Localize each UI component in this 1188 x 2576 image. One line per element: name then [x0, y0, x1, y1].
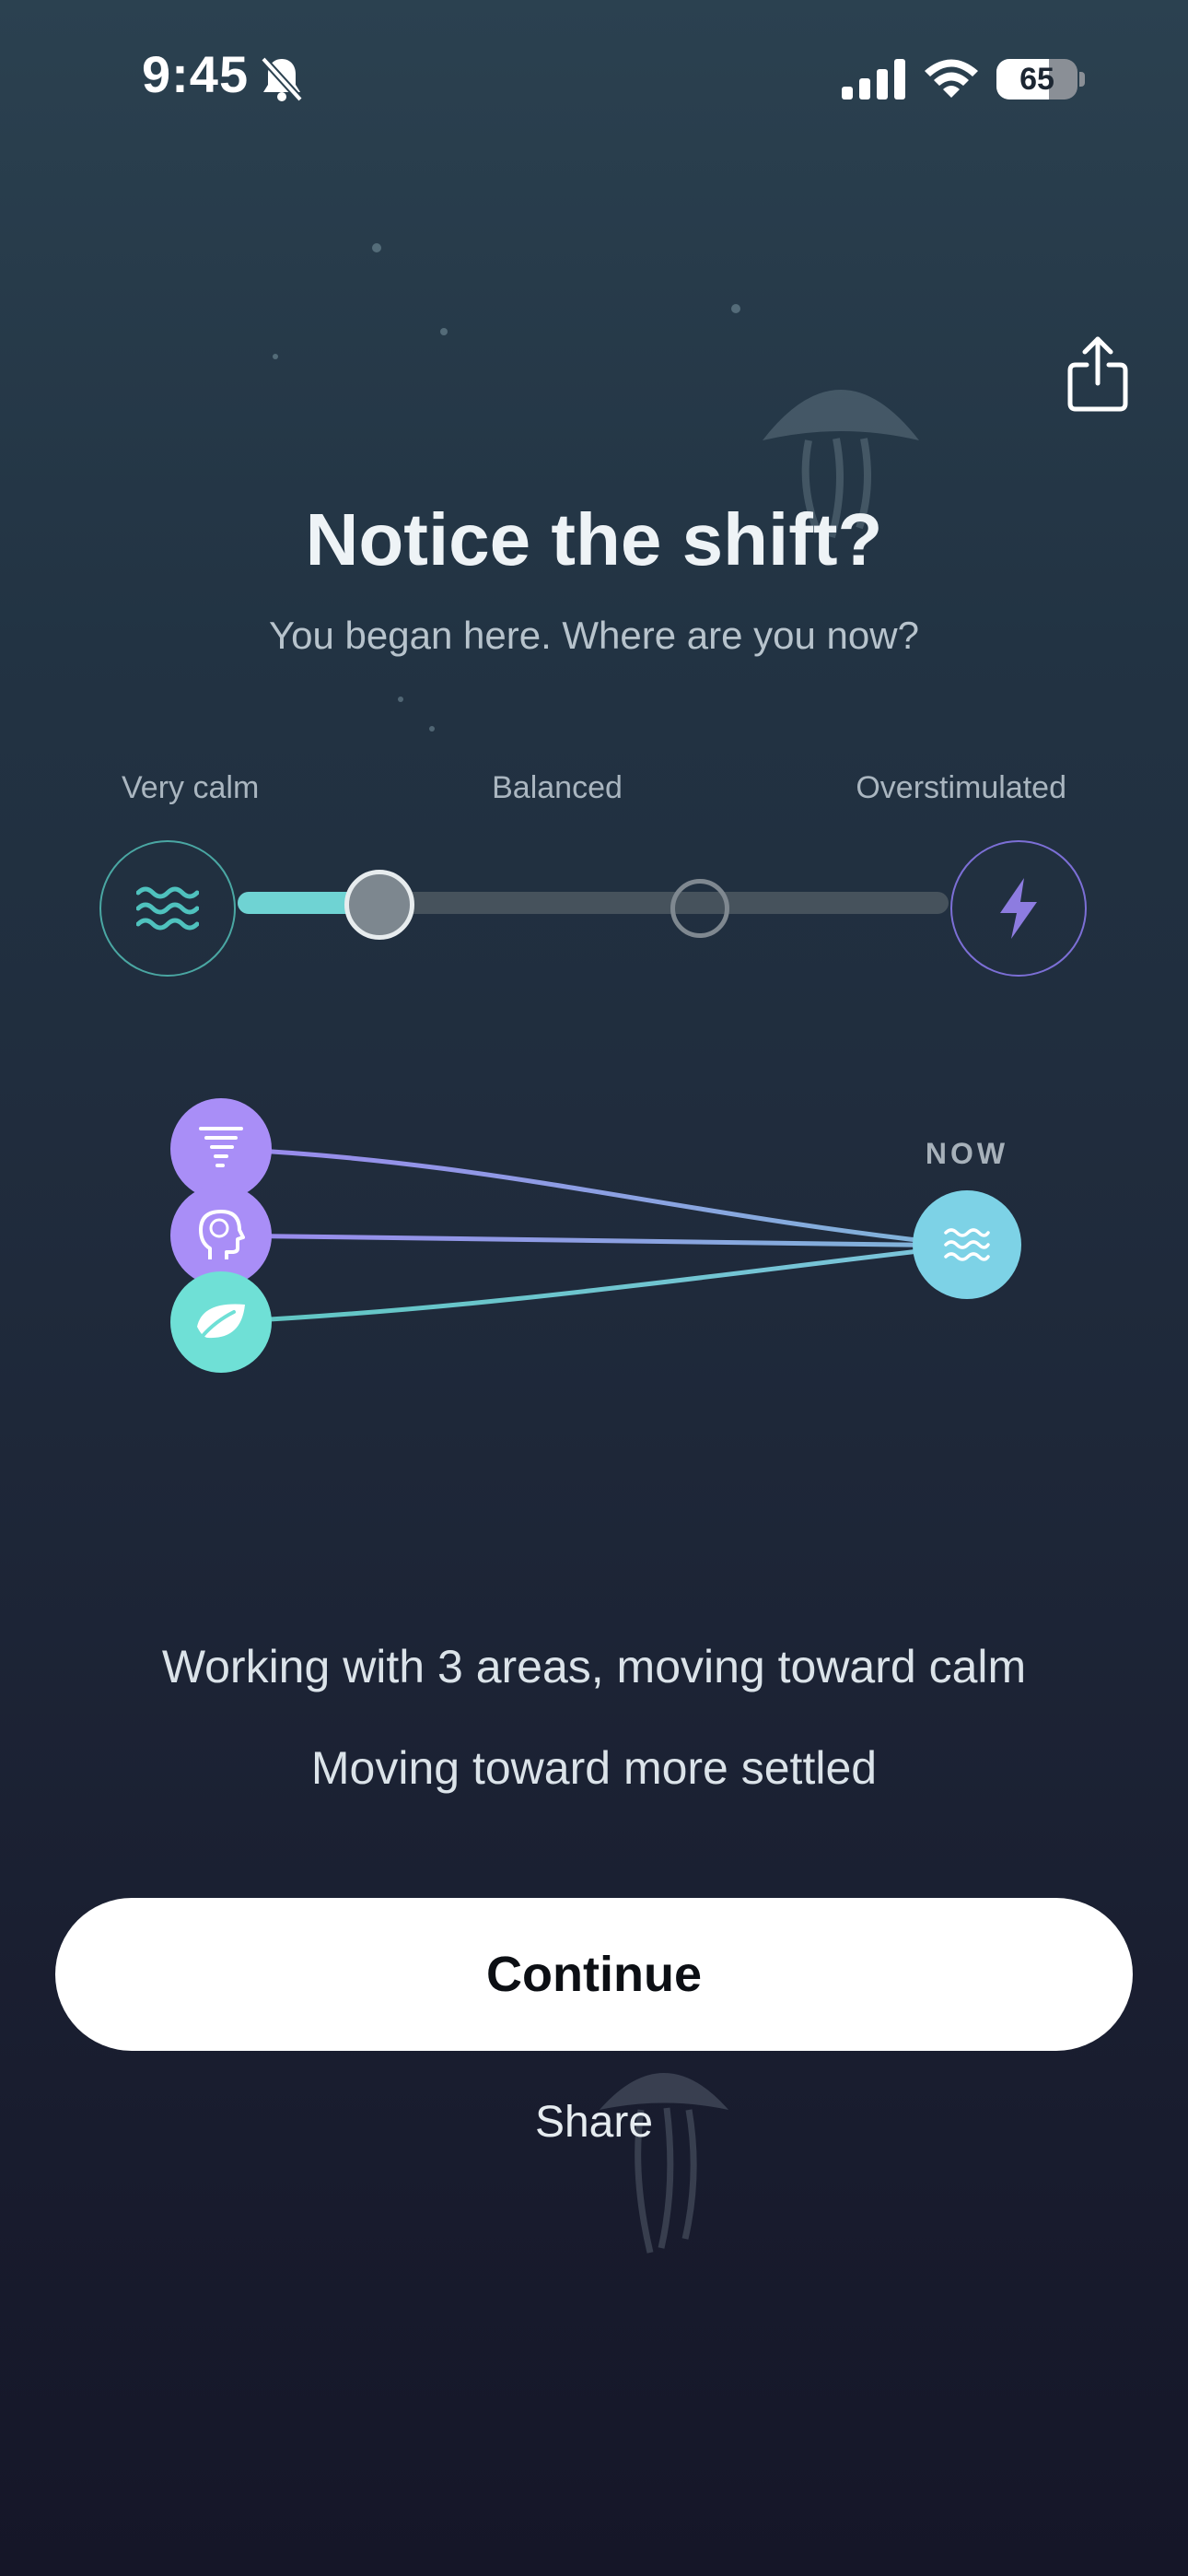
shift-flow-lines: [220, 1146, 968, 1325]
battery-indicator: 65: [996, 59, 1077, 100]
battery-nub: [1079, 72, 1085, 87]
waves-icon: [944, 1228, 990, 1261]
jellyfish-decoration: [600, 2073, 728, 2254]
status-time: 9:45: [142, 45, 250, 103]
share-button[interactable]: Share: [534, 2098, 654, 2147]
bell-slash-icon: [261, 56, 303, 102]
lightning-bolt-icon: [1000, 878, 1037, 939]
background-particle: [372, 243, 381, 252]
scale-label-very-calm: Very calm: [122, 770, 260, 805]
scale-label-balanced: Balanced: [492, 770, 623, 805]
now-node[interactable]: [913, 1190, 1021, 1299]
battery-percentage: 65: [1019, 62, 1054, 97]
battery-fill: [996, 59, 1050, 100]
current-position-thumb[interactable]: [344, 870, 415, 940]
tornado-icon: [199, 1127, 243, 1167]
leaf-icon: [197, 1304, 245, 1339]
background-particle: [429, 726, 435, 732]
scale-label-overstimulated: Overstimulated: [856, 770, 1066, 805]
area-node-body[interactable]: [170, 1271, 272, 1373]
area-node-mind[interactable]: [170, 1185, 272, 1286]
page-subtitle: You began here. Where are you now?: [269, 614, 919, 657]
background-particle: [273, 354, 278, 359]
summary-direction: Moving toward more settled: [310, 1742, 878, 1794]
area-node-tornado[interactable]: [170, 1098, 272, 1200]
cellular-signal-icon: [842, 59, 905, 100]
now-label: NOW: [925, 1137, 1009, 1170]
start-position-marker: [670, 879, 729, 938]
background-particle: [398, 697, 403, 702]
waves-icon: [136, 886, 199, 931]
page-title: Notice the shift?: [305, 498, 883, 580]
summary-areas: Working with 3 areas, moving toward calm: [161, 1641, 1027, 1692]
background-particle: [731, 304, 740, 313]
jellyfish-decoration: [763, 390, 919, 539]
background-particle: [440, 328, 448, 335]
continue-button[interactable]: Continue: [55, 1898, 1133, 2051]
share-icon[interactable]: [1066, 335, 1129, 413]
overstimulated-endpoint[interactable]: [950, 840, 1087, 977]
very-calm-endpoint[interactable]: [99, 840, 236, 977]
wifi-icon: [925, 59, 978, 98]
head-brain-icon: [199, 1210, 245, 1259]
